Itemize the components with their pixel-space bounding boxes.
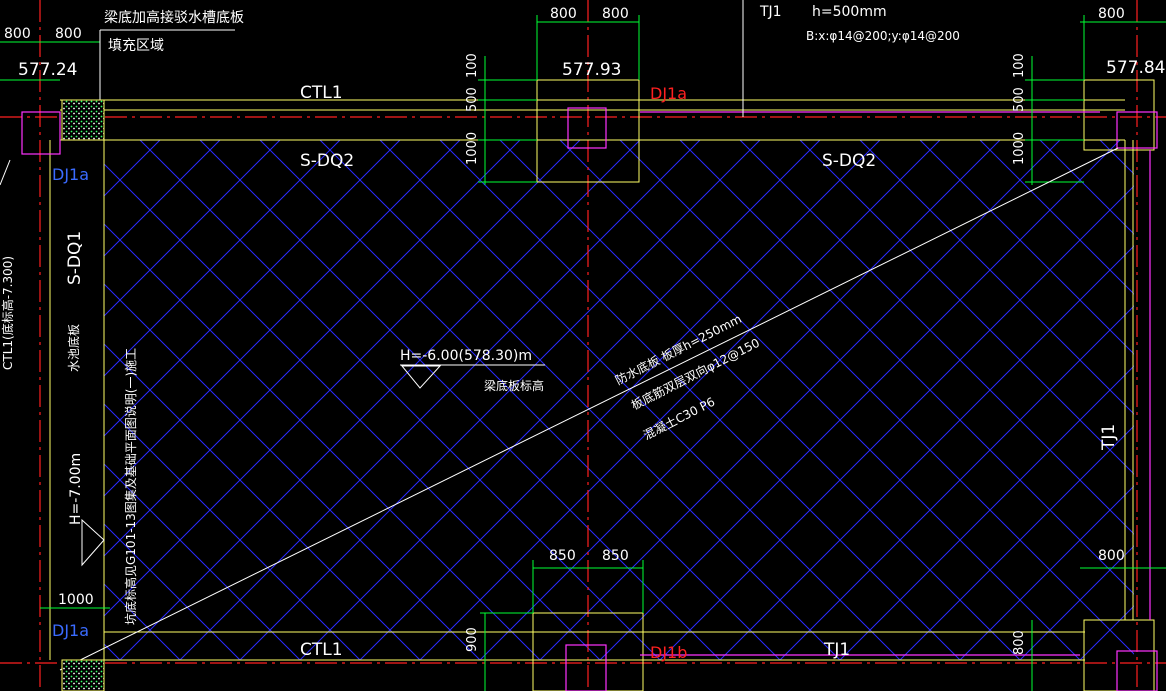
label-tj1-top: TJ1 <box>759 4 782 20</box>
fill-block-top <box>61 99 105 141</box>
label-sdq2-right: S-DQ2 <box>822 151 876 171</box>
elevation-top-left: 577.24 <box>18 60 77 80</box>
elevation-left: H=-7.00m <box>68 453 84 525</box>
dim-top-left-a: 800 <box>4 26 31 42</box>
note-top-left-1: 梁底加高接驳水槽底板 <box>104 9 244 26</box>
footing-outlines <box>21 107 1158 691</box>
dim-top-right-a: 800 <box>1098 6 1125 22</box>
label-ctl1-bottom: CTL1 <box>300 640 343 660</box>
note-top-left-2: 填充区域 <box>108 38 164 54</box>
dim-left-1000: 1000 <box>58 592 94 608</box>
leader-lines <box>0 0 1119 671</box>
dim-v-100-right: 100 <box>1012 53 1027 78</box>
label-tj1-bottom: TJ1 <box>823 640 850 660</box>
dim-v-100-mid: 100 <box>465 53 480 78</box>
label-ctl-left-vertical: CTL1(底标高-7.300) <box>0 256 15 370</box>
label-tj1-right: TJ1 <box>1099 424 1119 451</box>
label-dj1a-left: DJ1a <box>52 165 89 184</box>
elevation-top-right: 577.84 <box>1106 58 1165 78</box>
elevation-main: H=-6.00(578.30)m <box>400 348 532 364</box>
label-dj1a-top: DJ1a <box>650 84 687 103</box>
slab-hatch <box>104 140 1134 660</box>
label-sdq1: S-DQ1 <box>65 231 85 285</box>
dim-v-800-bottom: 800 <box>1012 630 1027 655</box>
dim-top-left-b: 800 <box>55 26 82 42</box>
dim-top-mid-b: 800 <box>602 6 629 22</box>
note-tj1-spec-2: B:x:φ14@200;y:φ14@200 <box>806 29 960 43</box>
dim-top-mid-a: 800 <box>550 6 577 22</box>
dim-bottom-right: 800 <box>1098 548 1125 564</box>
dimension-lines <box>0 15 1166 691</box>
dim-v-500-right: 500 <box>1012 87 1027 112</box>
elevation-top-mid: 577.93 <box>562 60 621 80</box>
label-ctl1-top: CTL1 <box>300 83 343 103</box>
label-sdq2-left: S-DQ2 <box>300 151 354 171</box>
note-left-side: 水池底板 <box>66 324 81 372</box>
dim-v-1000-right: 1000 <box>1012 132 1027 165</box>
dim-v-500-mid: 500 <box>465 87 480 112</box>
label-dj1a-bottom: DJ1a <box>52 621 89 640</box>
dim-bottom-mid-b: 850 <box>602 548 629 564</box>
note-elev: 梁底板标高 <box>484 378 544 393</box>
wall-outlines <box>49 79 1155 691</box>
label-dj1b: DJ1b <box>650 643 687 662</box>
note-left-long: 坑底标高见G101-13图集及基础平面图说明(一)施工 <box>123 348 138 625</box>
dim-bottom-mid-a: 850 <box>549 548 576 564</box>
dim-v-1000-mid: 1000 <box>465 132 480 165</box>
dim-v-900-bottom: 900 <box>465 627 480 652</box>
note-tj1-spec-1: h=500mm <box>812 4 887 20</box>
fill-block-bottom <box>61 659 105 691</box>
